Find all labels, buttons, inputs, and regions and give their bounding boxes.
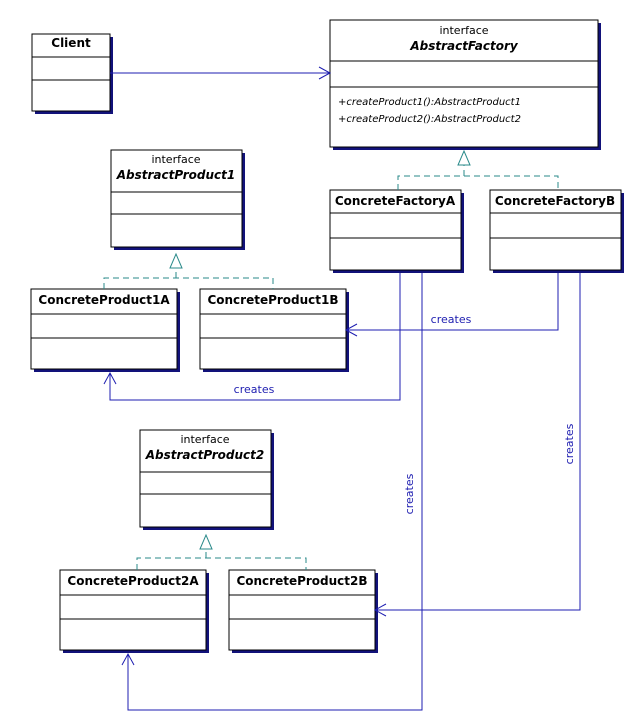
stereotype-label: interface xyxy=(439,24,488,37)
interface-abstract-factory[interactable]: interface AbstractFactory +createProduct… xyxy=(329,19,601,150)
relation-label: creates xyxy=(563,423,576,464)
class-client[interactable]: Client xyxy=(31,33,113,114)
association-b-creates-1b: creates xyxy=(344,273,559,337)
interface-name: AbstractProduct2 xyxy=(145,448,265,462)
class-concrete-product1a[interactable]: ConcreteProduct1A xyxy=(30,288,180,372)
class-concrete-factory-a[interactable]: ConcreteFactoryA xyxy=(329,189,464,273)
association-client-factory xyxy=(110,66,332,80)
class-concrete-product2a[interactable]: ConcreteProduct2A xyxy=(59,569,209,653)
method-create-product2: +createProduct2():AbstractProduct2 xyxy=(338,114,521,125)
relation-label: creates xyxy=(234,383,275,396)
realization-factories xyxy=(397,149,559,190)
method-create-product1: +createProduct1():AbstractProduct1 xyxy=(338,97,521,108)
class-name: ConcreteProduct1B xyxy=(207,293,338,307)
class-name: ConcreteProduct1A xyxy=(38,293,170,307)
class-concrete-product2b[interactable]: ConcreteProduct2B xyxy=(228,569,378,653)
realization-product1 xyxy=(103,252,274,289)
association-b-creates-2b: creates xyxy=(373,273,581,617)
interface-abstract-product2[interactable]: interface AbstractProduct2 xyxy=(139,429,274,530)
class-concrete-product1b[interactable]: ConcreteProduct1B xyxy=(199,288,349,372)
relation-label: creates xyxy=(431,313,472,326)
stereotype-label: interface xyxy=(151,153,200,166)
class-name: ConcreteFactoryB xyxy=(495,194,615,208)
class-concrete-factory-b[interactable]: ConcreteFactoryB xyxy=(489,189,624,273)
relation-label: creates xyxy=(403,473,416,514)
association-a-creates-1a: creates xyxy=(103,273,401,401)
class-name: Client xyxy=(51,36,91,50)
class-name: ConcreteFactoryA xyxy=(335,194,456,208)
interface-abstract-product1[interactable]: interface AbstractProduct1 xyxy=(110,149,245,250)
class-name: ConcreteProduct2A xyxy=(67,574,199,588)
interface-name: AbstractFactory xyxy=(409,39,519,53)
interface-name: AbstractProduct1 xyxy=(116,168,236,182)
stereotype-label: interface xyxy=(180,433,229,446)
realization-product2 xyxy=(136,533,307,570)
class-name: ConcreteProduct2B xyxy=(236,574,367,588)
association-a-creates-2a: creates xyxy=(121,273,423,711)
